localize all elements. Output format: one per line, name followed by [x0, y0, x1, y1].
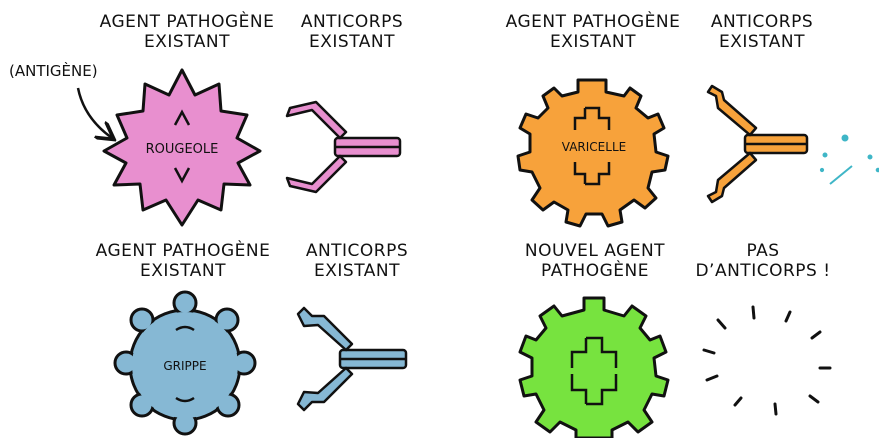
measles-antibody	[287, 102, 400, 192]
flu-antibody	[298, 308, 406, 410]
measles-virus: ROUGEOLE	[104, 70, 260, 225]
no-antibody-ring	[704, 307, 830, 414]
chickenpox-antibody	[708, 86, 807, 202]
flu-name: GRIPPE	[163, 359, 206, 373]
chickenpox-virus: VARICELLE	[518, 80, 668, 226]
chickenpox-name: VARICELLE	[562, 140, 626, 154]
flu-virus: GRIPPE	[115, 292, 255, 434]
measles-name: ROUGEOLE	[146, 142, 219, 157]
sparkle-icon	[820, 135, 879, 184]
antigen-arrow	[78, 88, 112, 138]
new-pathogen-virus	[520, 298, 668, 438]
